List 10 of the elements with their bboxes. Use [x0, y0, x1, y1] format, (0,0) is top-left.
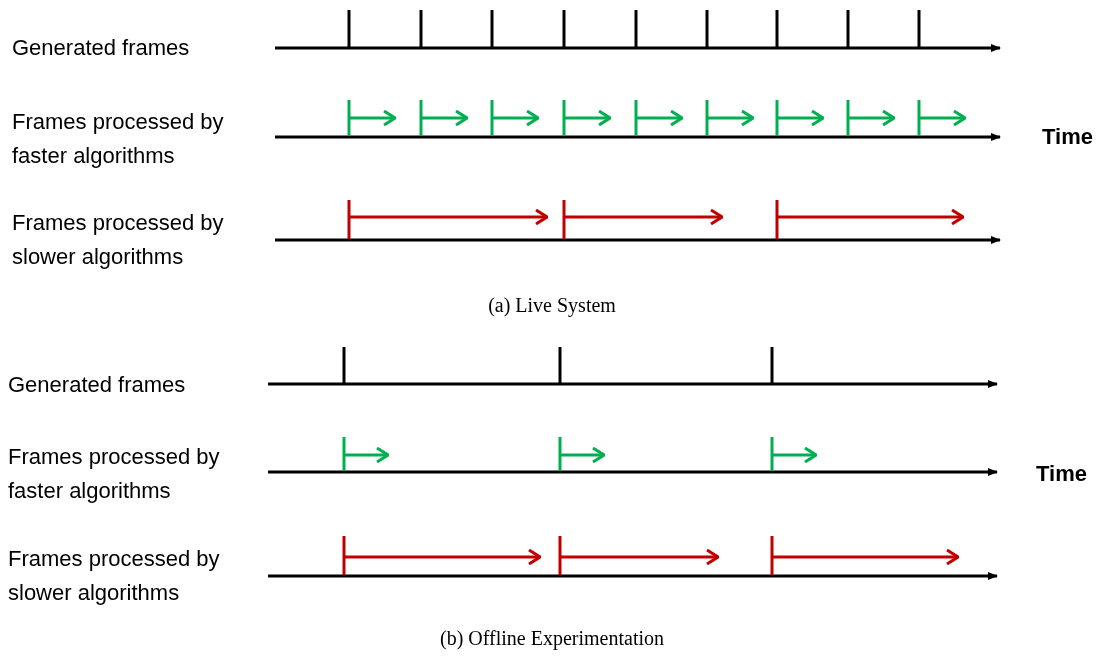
- row-label: Generated frames: [12, 35, 190, 60]
- row-label: Frames processed by faster algorithms: [8, 444, 220, 503]
- row-label: Frames processed by slower algorithms: [8, 546, 220, 605]
- axis-label: Time: [1036, 461, 1087, 486]
- axis-label: Time: [1042, 124, 1093, 149]
- figure-caption: (a) Live System: [488, 294, 616, 316]
- row-label: Frames processed by slower algorithms: [12, 210, 224, 269]
- figure-caption: (b) Offline Experimentation: [440, 627, 664, 649]
- row-label: Frames processed by faster algorithms: [12, 109, 224, 168]
- row-label: Generated frames: [8, 372, 186, 397]
